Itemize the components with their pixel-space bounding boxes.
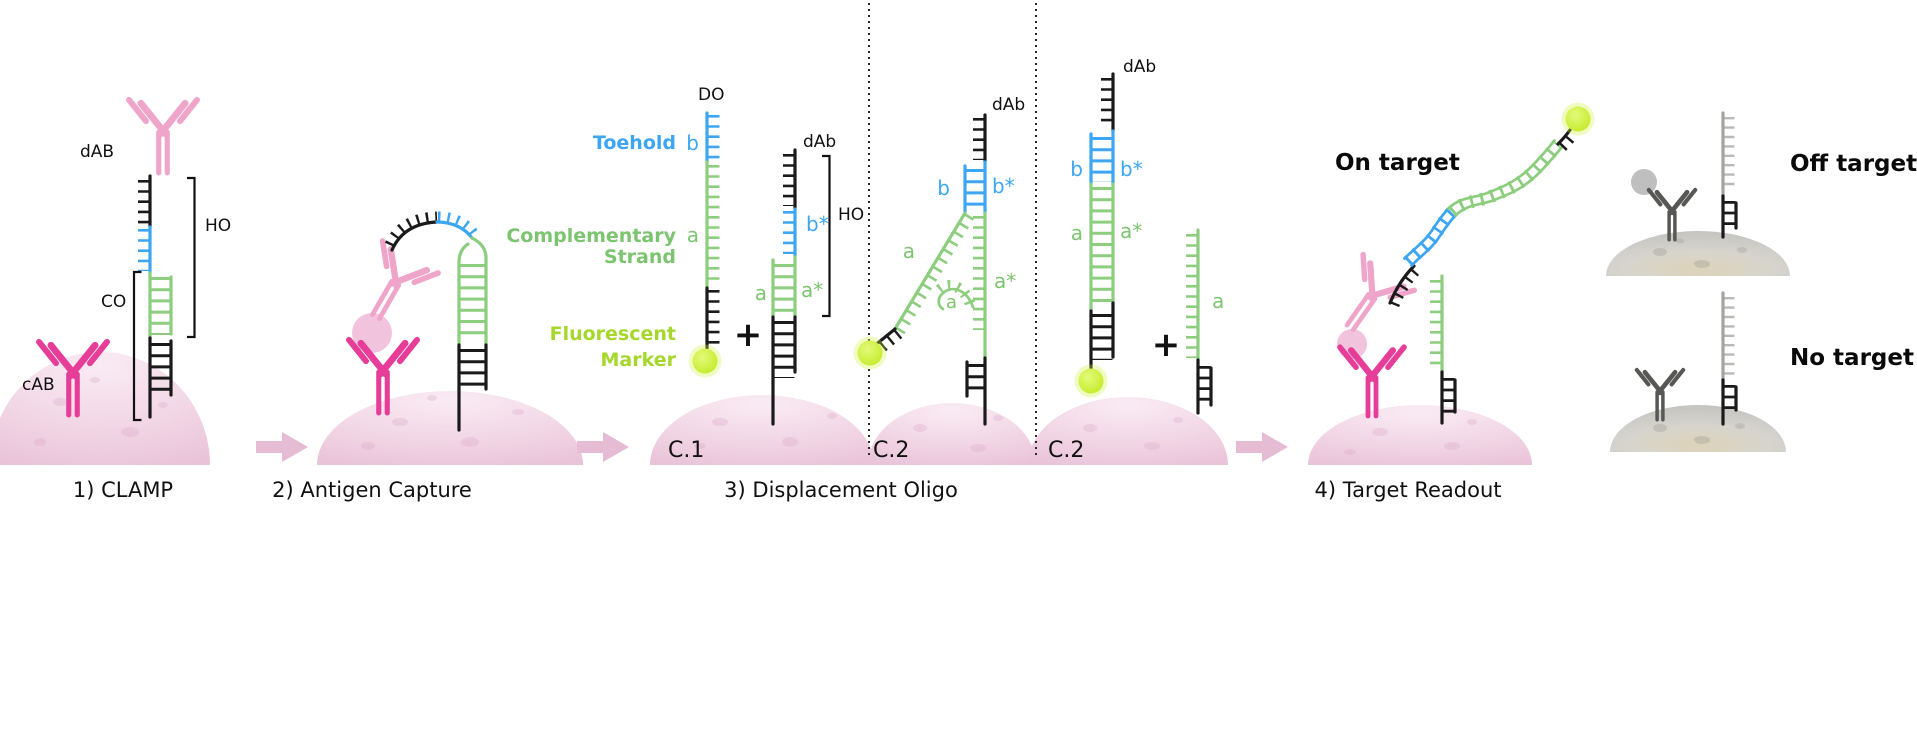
cell-surface-c2-right [1028,397,1228,465]
condition-c2-label: C.2 [873,438,909,463]
dab-label: dAb [1123,57,1156,77]
segment-a-star-label: a* [994,269,1016,293]
segment-a-label: a [687,223,699,247]
step4-caption: 4) Target Readout [1314,478,1501,502]
cell-surface-off-target [1606,231,1790,276]
panel-4-target-readout: On target [1325,102,1595,425]
step2-caption: 2) Antigen Capture [272,478,472,502]
capture-oligo-remaining: a [1186,228,1224,415]
segment-b-label: b [1070,157,1083,181]
a-loop-strand [937,287,975,311]
segment-b-star-label: b* [992,174,1015,198]
legend-toehold: Toehold [593,132,676,154]
step-arrow-1 [256,432,308,462]
cell-surface-no-target [1610,405,1786,452]
fluorescent-marker [688,344,722,378]
ho-label: HO [205,216,231,236]
step-arrow-3 [1236,432,1288,462]
toehold-arc-ticks [437,211,478,237]
segment-b-star-label: b* [1120,157,1143,181]
segment-b-star-label: b* [806,212,829,236]
fluorescent-marker [1074,364,1108,398]
capture-antibody [1340,347,1404,416]
step3-caption: 3) Displacement Oligo [724,478,958,502]
cell-surfaces [0,231,1790,465]
a-branch-ticks [893,212,975,335]
cell-surface-panel2 [317,391,583,465]
condition-c1-label: C.1 [668,438,704,463]
segment-a-label: a [755,281,767,305]
loop-a-label: a [946,292,957,313]
step-captions: 1) CLAMP 2) Antigen Capture 3) Displacem… [73,478,1502,502]
ho-bracket [187,176,196,339]
segment-a-label: a [1212,289,1224,313]
displacement-oligo-strand: DO b a [686,85,724,378]
condition-c2-label: C.2 [1048,438,1084,463]
legend-fluorescent-2: Marker [601,349,677,371]
legend-complementary-1: Complementary [506,225,676,247]
panel-3-displacement-oligo: Toehold Complementary Strand Fluorescent… [506,3,1224,463]
folded-clamp-strand [384,211,488,432]
no-target-oligo [1721,291,1738,426]
do-label: DO [698,85,724,105]
detection-antibody-tilted [1325,254,1415,345]
toehold-duplex-rungs [1403,207,1457,267]
step-arrow-2 [577,432,629,462]
step1-caption: 1) CLAMP [73,478,173,502]
fluorescent-marker [853,336,887,370]
cab-label: cAB [22,375,55,395]
segment-a-label: a [1071,221,1083,245]
detection-antibody [129,100,197,173]
green-duplex-rail [1447,139,1556,210]
plus-sign: + [734,315,763,355]
cell-surface-panel1 [0,352,210,465]
panel-2-antigen-capture [348,211,488,432]
co-label: CO [101,292,126,312]
black-arc [390,220,439,252]
readout-strand [1388,102,1595,308]
co-bracket [132,270,142,422]
legend-complementary-2: Strand [604,246,676,268]
off-target-label: Off target [1790,151,1917,177]
no-target-label: No target [1790,345,1914,371]
segment-b-label: b [686,131,699,155]
off-target-vignette: Off target [1631,111,1917,240]
segment-a-star-label: a* [1120,219,1142,243]
clamp-oligo-strand [138,174,173,419]
segment-a-star-label: a* [801,278,823,302]
cell-surface-c2-mid [868,403,1036,465]
a-branch-strand [893,211,967,331]
hybridization-oligo-strand: dAb HO b* a a* [755,132,864,426]
green-duplex-rail [470,236,488,347]
fluorescent-marker [1561,102,1595,136]
dab-label: dAb [803,132,836,152]
panel-1-clamp: dAB cAB HO CO [22,100,231,422]
cell-surface-c1 [650,395,874,465]
dab-label: dAb [992,95,1025,115]
green-duplex-rail [457,242,470,347]
green-duplex-rungs [1447,139,1564,217]
no-target-vignette: No target [1637,291,1914,426]
segment-a-label: a [903,239,915,263]
off-target-oligo [1721,111,1738,239]
green-duplex-rail [1454,146,1563,217]
legend-fluorescent-1: Fluorescent [550,323,676,345]
segment-b-label: b [937,176,950,200]
on-target-label: On target [1335,150,1460,176]
black-tip-ticks [1558,129,1579,151]
capture-oligo-remaining [1430,274,1457,425]
ho-label: HO [838,205,864,225]
cell-surface-panel4 [1308,405,1532,465]
black-strand [1388,264,1416,305]
displaced-product: dAb b b* a a* [1070,57,1156,398]
displacement-intermediate: dAb b b* a a* a [853,95,1025,426]
off-target-antigen [1631,169,1657,195]
dab-label: dAB [80,142,114,162]
plus-sign: + [1152,325,1181,365]
toehold-arc [435,220,474,240]
ho-bracket [822,154,831,318]
